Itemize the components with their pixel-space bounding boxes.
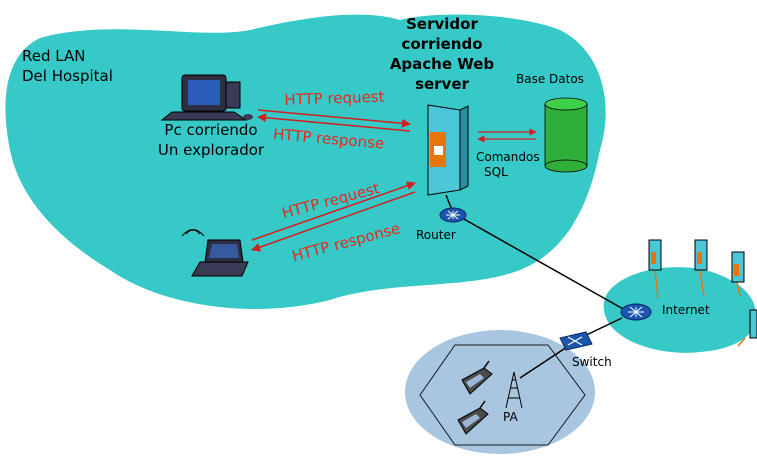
internet-cloud	[603, 267, 757, 353]
server-title-line: corriendo	[401, 35, 483, 53]
pc-request-arrow	[257, 109, 411, 128]
access-point-label: PA	[503, 410, 518, 424]
database-icon	[544, 97, 588, 173]
server-title-line: Apache Web	[389, 55, 495, 73]
desktop-pc-icon	[160, 74, 253, 121]
pc-http-request-label: HTTP request	[284, 87, 385, 109]
router-icon	[439, 207, 467, 223]
router-internet-link	[454, 213, 626, 311]
laptop-icon	[181, 229, 249, 277]
pc-label-line: Un explorador	[157, 141, 265, 159]
server-title-line: Servidor	[406, 15, 478, 33]
wireless-area	[405, 330, 595, 454]
lan-title-line: Red LAN	[22, 47, 86, 65]
remote-server-icon	[648, 239, 662, 299]
lan-cloud	[5, 14, 606, 309]
cell-phone-icon	[457, 400, 489, 435]
access-point-tower-icon	[505, 371, 523, 409]
database-label: Base Datos	[516, 72, 584, 86]
pc-label: Pc corriendo Un explorador	[148, 120, 274, 160]
pc-label-line: Pc corriendo	[164, 121, 258, 139]
pc-response-arrow	[257, 113, 411, 132]
lan-title: Red LAN Del Hospital	[22, 46, 113, 86]
laptop-response-arrow	[251, 191, 416, 252]
server-tower-icon	[427, 104, 469, 196]
server-router-link	[445, 194, 453, 211]
remote-server-icon	[694, 239, 708, 297]
lan-title-line: Del Hospital	[22, 67, 113, 85]
switch-label: Switch	[572, 355, 612, 369]
remote-server-icon	[731, 251, 745, 297]
sql-label-line: SQL	[484, 165, 508, 179]
server-title: Servidor corriendo Apache Web server	[380, 14, 504, 94]
internet-router-icon	[620, 303, 652, 321]
server-title-line: server	[415, 75, 469, 93]
sql-label-line: Comandos	[476, 150, 540, 164]
cell-phone-icon	[461, 360, 493, 395]
switch-pa-link	[519, 344, 571, 379]
internet-label: Internet	[662, 303, 710, 317]
switch-icon	[559, 331, 593, 351]
sql-label: Comandos SQL	[476, 150, 540, 180]
remote-server-icon	[737, 309, 757, 347]
wireless-cell-hexagon	[419, 344, 586, 446]
laptop-request-arrow	[251, 181, 416, 241]
router-label: Router	[416, 228, 456, 242]
